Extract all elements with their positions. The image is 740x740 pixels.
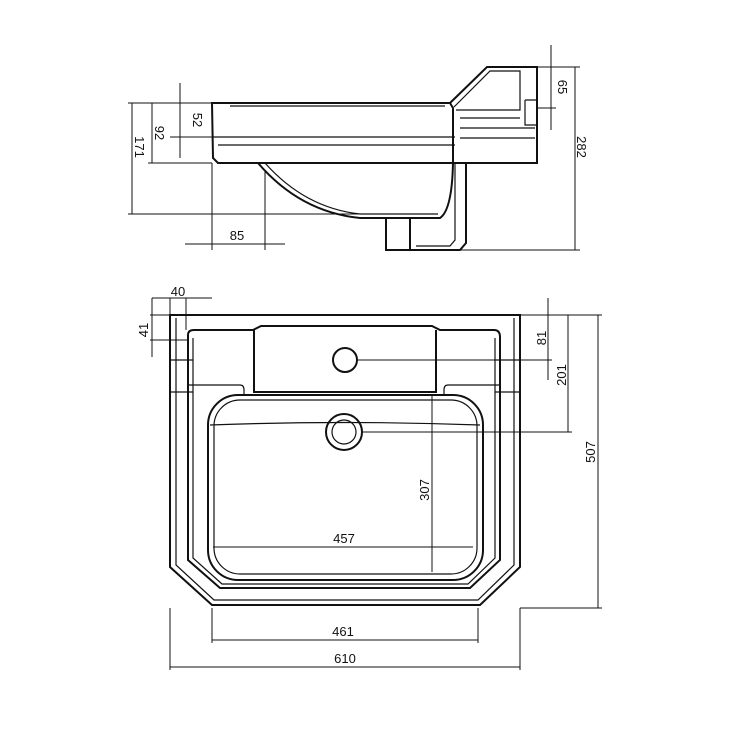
tap-hole [332,347,358,373]
waste-outlet [385,163,467,251]
basin-rim [210,102,454,164]
tap-ledge [253,330,437,393]
waste-hole [325,413,363,451]
back-upstand [449,66,538,164]
dim-507: 507 [583,441,598,463]
dim-461: 461 [332,624,354,639]
dim-92: 92 [152,126,167,140]
dim-171: 171 [132,136,147,158]
dim-65: 65 [555,80,570,94]
plan-view: 40 41 81 201 507 307 457 461 610 [136,284,602,670]
dim-41: 41 [136,323,151,337]
dim-81: 81 [534,331,549,345]
dim-610: 610 [334,651,356,666]
dim-52: 52 [190,113,205,127]
deck-outline [187,325,501,589]
dim-85: 85 [230,228,244,243]
dim-457: 457 [333,531,355,546]
dim-40: 40 [171,284,185,299]
outer-outline [169,314,521,606]
dim-282: 282 [574,136,589,158]
side-view: 52 92 171 85 65 282 [128,45,589,251]
dim-307: 307 [417,479,432,501]
bowl-profile [257,162,454,219]
bowl-outline [207,394,484,581]
dim-201: 201 [554,364,569,386]
